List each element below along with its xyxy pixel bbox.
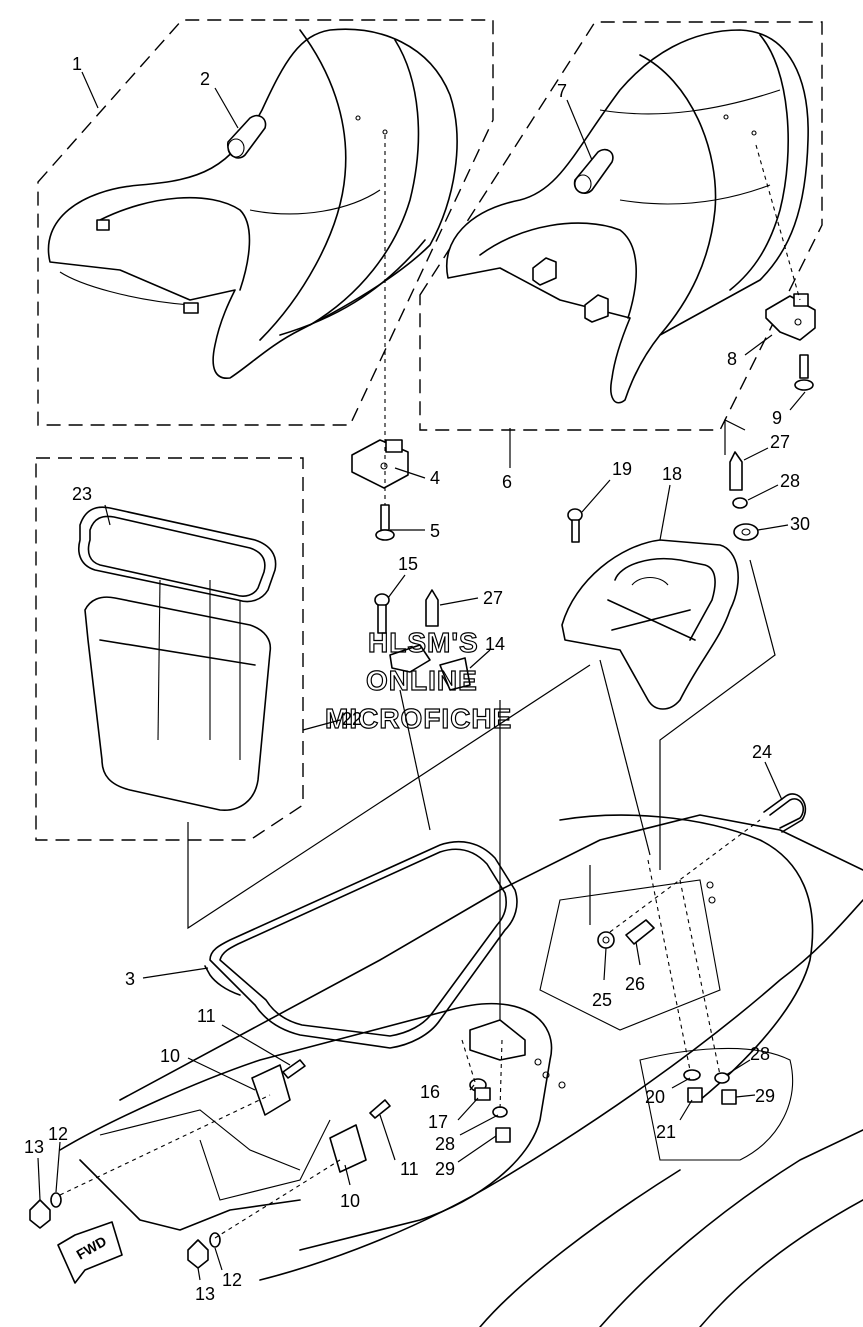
callout-16: 16 <box>420 1082 440 1102</box>
storage-bucket <box>84 579 272 811</box>
callout-13b: 13 <box>195 1284 215 1304</box>
callout-27a: 27 <box>483 588 503 608</box>
watermark: HLSM'S ONLINE MICROFICHE <box>324 626 512 734</box>
callout-20: 20 <box>645 1087 665 1107</box>
callout-29a: 29 <box>435 1159 455 1179</box>
clip-14 <box>389 644 471 691</box>
callout-numbers: 1 2 3 4 5 6 7 8 9 10 10 11 11 12 12 13 1… <box>24 54 810 1304</box>
bracket-10a <box>251 1064 291 1116</box>
callout-5: 5 <box>430 521 440 541</box>
bolt-9 <box>794 354 814 391</box>
nut-13b <box>187 1239 209 1269</box>
front-seat-group-box <box>37 19 494 426</box>
callout-9: 9 <box>772 408 782 428</box>
callout-3: 3 <box>125 969 135 989</box>
callout-2: 2 <box>200 69 210 89</box>
nut-29a <box>495 1127 511 1143</box>
callout-28a: 28 <box>435 1134 455 1154</box>
front-seat <box>47 28 458 379</box>
callout-28b: 28 <box>780 471 800 491</box>
callout-7: 7 <box>557 81 567 101</box>
callout-23: 23 <box>72 484 92 504</box>
bracket-4 <box>351 439 409 489</box>
callout-11b: 11 <box>400 1159 419 1179</box>
callout-19: 19 <box>612 459 632 479</box>
callout-24: 24 <box>752 742 772 762</box>
nut-29b <box>721 1089 737 1105</box>
hull-body <box>59 814 863 1327</box>
watermark-line1: HLSM'S <box>368 627 479 658</box>
bolt-11a <box>282 1059 306 1079</box>
nut-17 <box>474 1087 491 1101</box>
bracket-8 <box>765 293 816 341</box>
callout-13a: 13 <box>24 1137 44 1157</box>
callout-12a: 12 <box>48 1124 68 1144</box>
washer-12a <box>50 1192 62 1208</box>
callout-leaders <box>37 71 806 1281</box>
callout-1: 1 <box>72 54 82 74</box>
bracket-10b <box>329 1124 367 1173</box>
callout-4: 4 <box>430 468 440 488</box>
callout-22: 22 <box>342 709 362 729</box>
rear-seat-group-box <box>419 21 823 431</box>
storage-tray <box>561 539 739 710</box>
fwd-arrow: FWD <box>57 1221 123 1284</box>
callout-30: 30 <box>790 514 810 534</box>
nut-25 <box>597 931 615 949</box>
washer-28a <box>492 1106 508 1118</box>
bolt-15 <box>374 593 390 634</box>
nut-13a <box>29 1199 51 1229</box>
plate-26 <box>625 919 655 945</box>
hatch-frame <box>204 841 518 1049</box>
washer-12b <box>209 1232 221 1248</box>
watermark-line3: MICROFICHE <box>325 703 512 734</box>
watermark-line2: ONLINE <box>366 665 478 696</box>
callout-28c: 28 <box>750 1044 770 1064</box>
callout-18: 18 <box>662 464 682 484</box>
pin-27-rear <box>729 451 743 491</box>
callout-10a: 10 <box>160 1046 180 1066</box>
callout-29b: 29 <box>755 1086 775 1106</box>
callout-14: 14 <box>485 634 505 654</box>
gasket-23 <box>78 506 277 603</box>
washer-20 <box>683 1069 701 1081</box>
callout-27b: 27 <box>770 432 790 452</box>
callout-6: 6 <box>502 472 512 492</box>
ubolt-24 <box>763 793 807 833</box>
callout-21: 21 <box>656 1122 676 1142</box>
callout-12b: 12 <box>222 1270 242 1290</box>
callout-17: 17 <box>428 1112 448 1132</box>
rear-seat <box>445 29 809 404</box>
callout-26: 26 <box>625 974 645 994</box>
bolt-11b <box>369 1099 391 1119</box>
bolt-5 <box>375 504 395 541</box>
callout-15: 15 <box>398 554 418 574</box>
callout-25: 25 <box>592 990 612 1010</box>
pin-27 <box>425 589 439 627</box>
nut-21 <box>687 1087 703 1103</box>
storage-group-box <box>35 457 304 841</box>
callout-8: 8 <box>727 349 737 369</box>
washer-28-rear <box>732 497 748 509</box>
grommet-30 <box>733 523 759 541</box>
callout-11a: 11 <box>197 1006 216 1026</box>
callout-10b: 10 <box>340 1191 360 1211</box>
bolt-19 <box>567 508 583 543</box>
washer-28c <box>714 1072 730 1084</box>
